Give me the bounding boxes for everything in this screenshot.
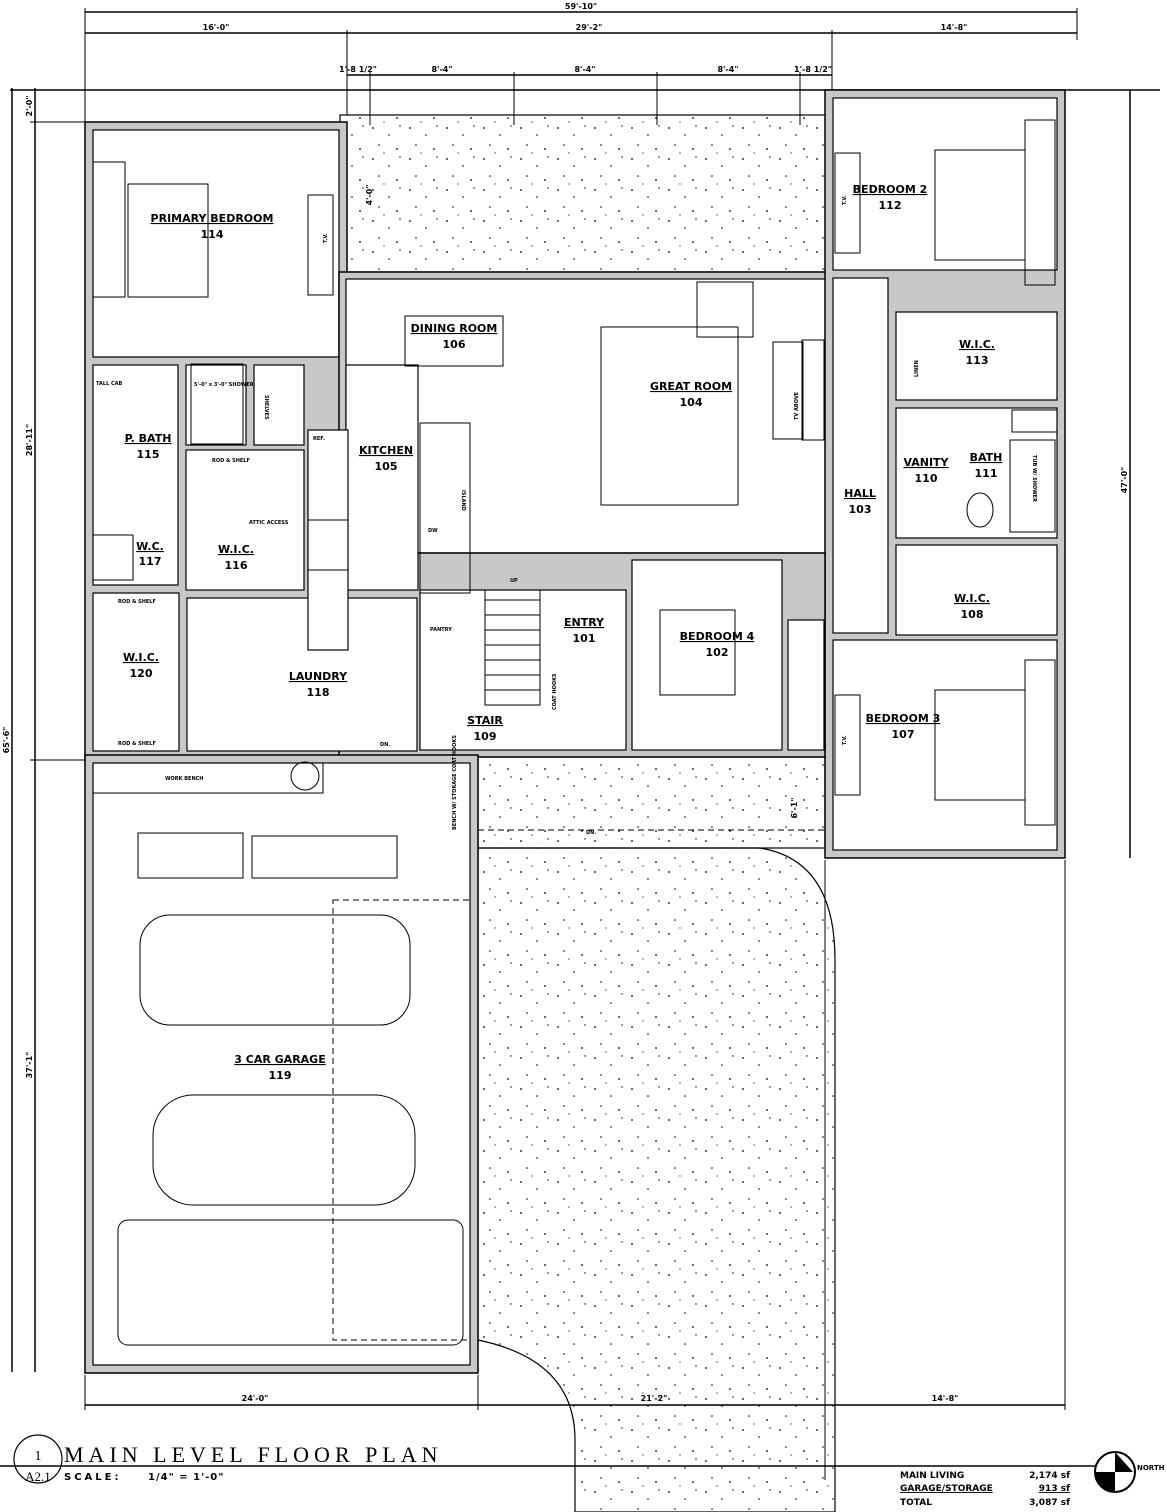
dim-right-overall: 47'-0" (1120, 467, 1129, 494)
dimension-labels: 59'-10" 16'-0" 29'-2" 14'-8" 1'-8 1/2" 8… (2, 2, 1129, 1403)
dim-left-overall: 65'-6" (2, 727, 11, 754)
dim-patio-4: 8'-4" (717, 65, 738, 74)
dim-porch-depth: 6'-1" (790, 797, 799, 818)
dim-patio-5: 1'-8 1/2" (794, 65, 832, 74)
walls (84, 89, 1066, 1374)
front-porch (477, 756, 826, 849)
dim-patio-3: 8'-4" (574, 65, 595, 74)
dim-left-2: 28'-11" (25, 424, 34, 456)
fixtures (92, 119, 1058, 1346)
dim-left-1: 2'-0" (25, 95, 34, 116)
dim-bottom-2: 21'-2" (641, 1394, 668, 1403)
dim-top-3: 14'-8" (941, 23, 968, 32)
dim-overall-top: 59'-10" (565, 2, 597, 11)
dim-patio-depth: 4'-0" (365, 184, 374, 205)
dim-left-3: 37'-1" (25, 1052, 34, 1079)
rear-patio (339, 114, 831, 273)
driveway (477, 847, 836, 1512)
dim-bottom-3: 14'-8" (932, 1394, 959, 1403)
dim-patio-2: 8'-4" (431, 65, 452, 74)
dimension-lines (10, 8, 1160, 1480)
dim-patio-1: 1'-8 1/2" (339, 65, 377, 74)
dim-top-2: 29'-2" (576, 23, 603, 32)
dim-top-1: 16'-0" (203, 23, 230, 32)
dim-bottom-1: 24'-0" (242, 1394, 269, 1403)
